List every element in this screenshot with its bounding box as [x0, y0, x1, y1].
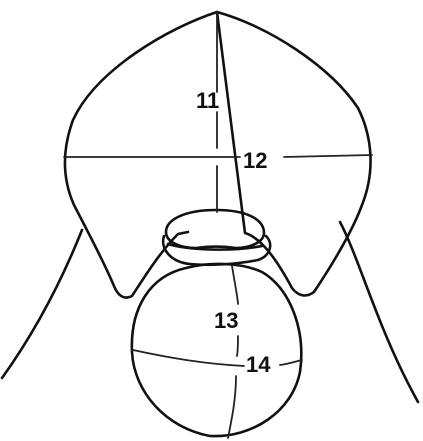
left-body-outline [2, 230, 82, 378]
label-14: 14 [246, 352, 271, 377]
neck-top-outline [166, 210, 264, 248]
label-11: 11 [196, 88, 219, 113]
measure-12-line-right [284, 155, 372, 157]
measure-13-line-low [228, 376, 236, 438]
measure-14-line-right [280, 360, 302, 365]
label-12: 12 [243, 148, 267, 173]
measure-13-line [232, 266, 238, 304]
measure-13-line-mid [237, 336, 238, 356]
measure-14-line-left [133, 350, 244, 366]
head-outline [132, 264, 301, 436]
right-body-outline [340, 222, 418, 402]
label-13: 13 [214, 308, 238, 333]
